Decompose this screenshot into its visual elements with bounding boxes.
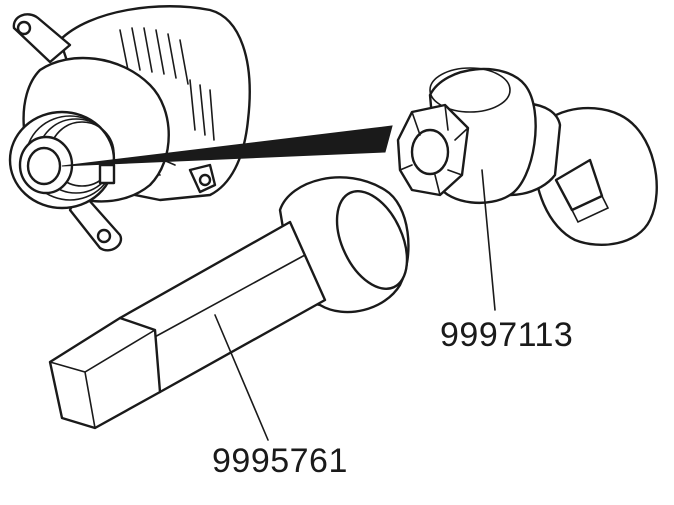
mount-hole-top: [16, 20, 32, 36]
leader-line-a: [481, 169, 496, 311]
alternator: [8, 5, 251, 252]
pointer-wedge: [61, 125, 393, 167]
hex-bore: [410, 128, 450, 176]
tool-b-bit: [48, 176, 410, 441]
part-number-label-a: 9997113: [440, 316, 574, 354]
leader-line-b: [214, 314, 269, 441]
part-number-label-b: 9995761: [212, 442, 348, 480]
bit-head-face: [335, 189, 409, 291]
pulley-nut: [98, 163, 116, 185]
mount-hole-bottom: [96, 228, 112, 244]
tool-a-socket: [396, 67, 658, 311]
pulley-hub: [26, 146, 62, 186]
terminal-stud: [198, 173, 212, 187]
bit-hex-end: [48, 316, 162, 430]
